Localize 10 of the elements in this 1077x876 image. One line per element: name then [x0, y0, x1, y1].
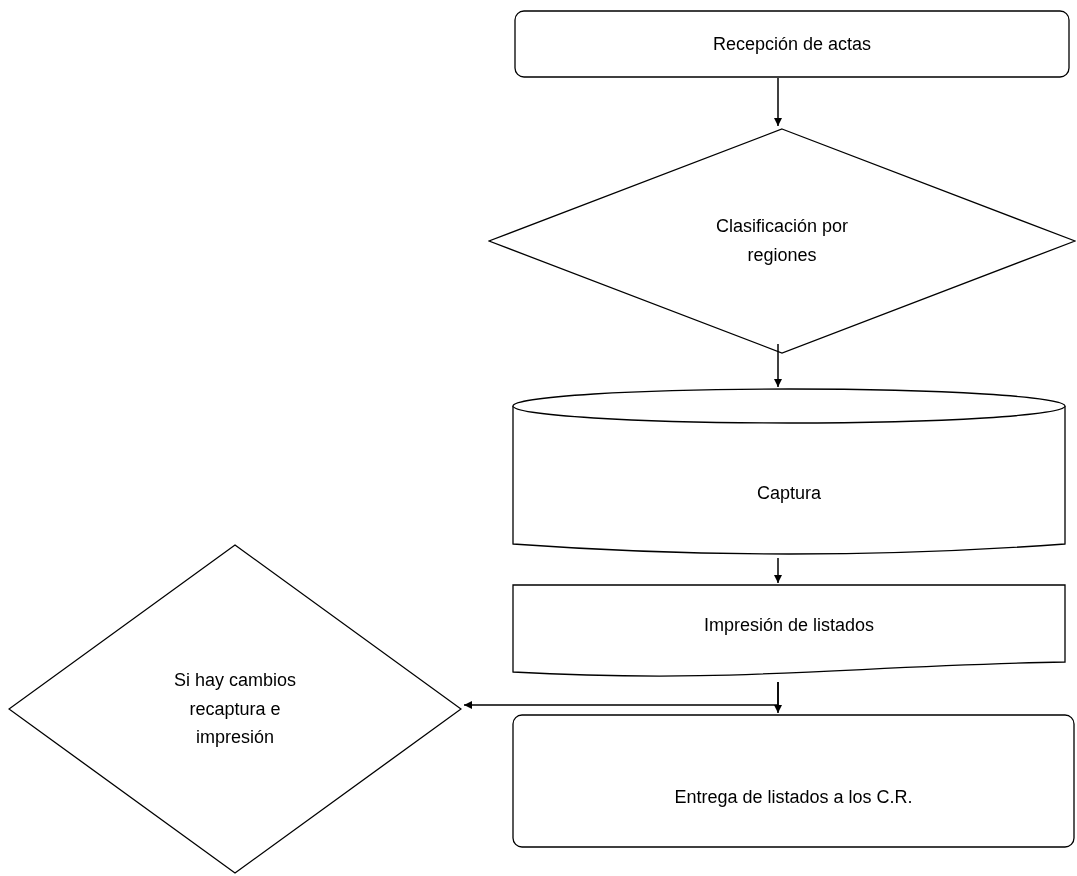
node-label: Captura — [756, 481, 821, 505]
arrow — [774, 681, 782, 714]
arrow — [774, 557, 782, 584]
arrow — [774, 77, 782, 127]
node-label: Si hay cambios recaptura e impresión — [172, 668, 298, 750]
node-label: Impresión de listados — [703, 613, 875, 637]
arrow — [774, 343, 782, 388]
node-label: Clasificación por regiones — [714, 215, 850, 267]
node-label: Recepción de actas — [712, 32, 872, 56]
node-label: Entrega de listados a los C.R. — [674, 785, 913, 809]
